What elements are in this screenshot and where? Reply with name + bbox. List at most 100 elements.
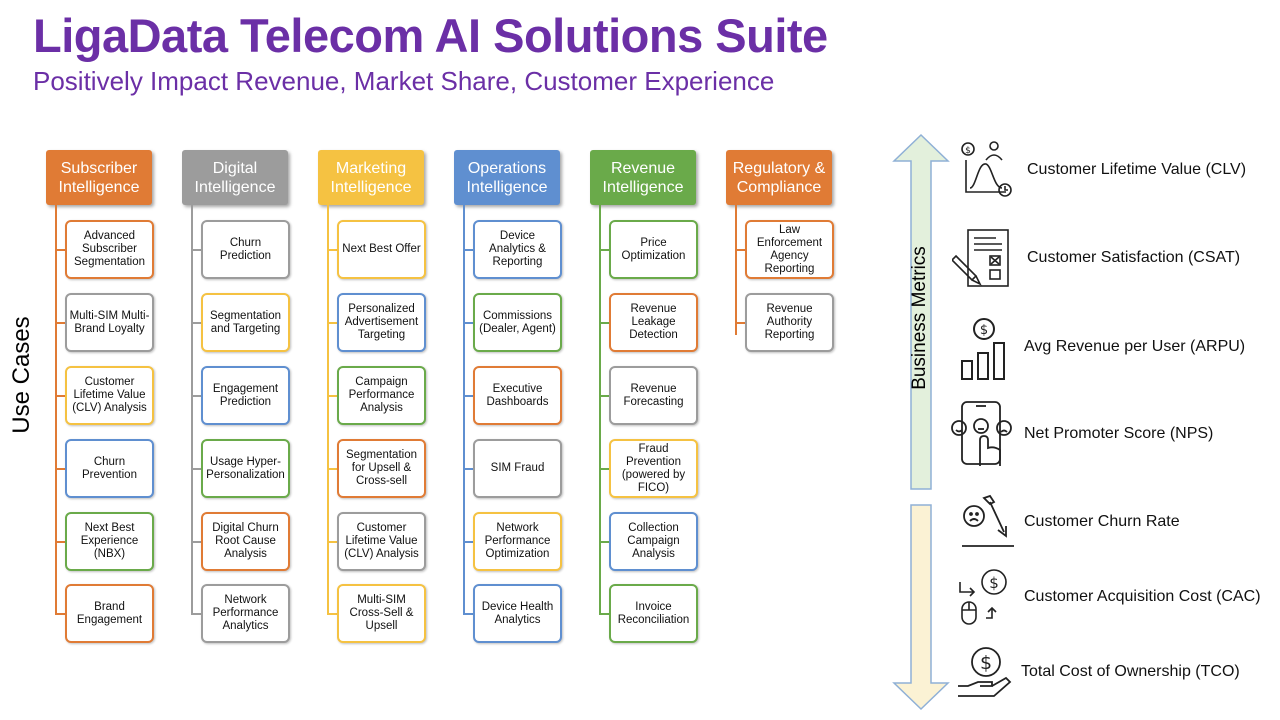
use-case-item: Device Analytics & Reporting <box>463 220 562 279</box>
use-case-label: Multi-SIM Multi- Brand Loyalty <box>69 309 150 335</box>
column-header: Operations Intelligence <box>454 150 560 205</box>
item-connector-line <box>191 468 201 470</box>
use-case-label: Campaign Performance Analysis <box>348 376 415 414</box>
use-case-item: Commissions (Dealer, Agent) <box>463 293 562 352</box>
use-case-box: Next Best Offer <box>337 220 426 279</box>
use-case-box: Next Best Experience (NBX) <box>65 512 154 571</box>
use-case-label: Digital Churn Root Cause Analysis <box>212 522 279 560</box>
item-connector-line <box>55 613 65 615</box>
use-case-item: Usage Hyper- Personalization <box>191 439 290 498</box>
up-arrow-shape <box>892 133 950 490</box>
svg-text:$: $ <box>980 323 988 338</box>
cost-hand-icon: $ <box>958 647 1012 697</box>
use-case-box: Network Performance Optimization <box>473 512 562 571</box>
acquisition-cost-icon: $ <box>959 569 1007 625</box>
use-case-label: Collection Campaign Analysis <box>627 522 680 560</box>
item-connector-line <box>463 322 473 324</box>
use-case-label: Engagement Prediction <box>212 382 279 408</box>
use-case-box: Device Health Analytics <box>473 584 562 643</box>
column-header-label: Marketing Intelligence <box>330 159 412 196</box>
use-case-box: Executive Dashboards <box>473 366 562 425</box>
churn-down-icon <box>962 494 1014 547</box>
use-case-box: Revenue Leakage Detection <box>609 293 698 352</box>
use-case-label: Price Optimization <box>621 236 686 262</box>
use-case-label: Segmentation and Targeting <box>210 309 281 335</box>
column-header-label: Subscriber Intelligence <box>58 159 140 196</box>
column-connector-line <box>55 205 57 615</box>
use-case-label: Personalized Advertisement Targeting <box>344 303 419 341</box>
item-connector-line <box>55 541 65 543</box>
use-case-item: Brand Engagement <box>55 584 154 643</box>
svg-text:$: $ <box>980 652 992 674</box>
use-case-box: Law Enforcement Agency Reporting <box>745 220 834 279</box>
item-connector-line <box>463 541 473 543</box>
item-connector-line <box>599 395 609 397</box>
item-connector-line <box>327 541 337 543</box>
use-case-item: SIM Fraud <box>463 439 562 498</box>
item-connector-line <box>735 249 745 251</box>
use-case-box: Usage Hyper- Personalization <box>201 439 290 498</box>
item-connector-line <box>55 395 65 397</box>
use-case-item: Network Performance Analytics <box>191 584 290 643</box>
column-header-label: Revenue Intelligence <box>602 159 684 196</box>
svg-text:$: $ <box>965 146 971 156</box>
page-title: LigaData Telecom AI Solutions Suite <box>33 9 828 62</box>
use-case-label: Segmentation for Upsell & Cross-sell <box>346 449 417 487</box>
use-case-label: Network Performance Optimization <box>484 522 551 560</box>
item-connector-line <box>463 613 473 615</box>
use-case-box: Price Optimization <box>609 220 698 279</box>
use-case-box: Churn Prevention <box>65 439 154 498</box>
use-case-item: Revenue Leakage Detection <box>599 293 698 352</box>
use-case-box: Network Performance Analytics <box>201 584 290 643</box>
use-case-label: Executive Dashboards <box>486 382 549 408</box>
use-case-item: Customer Lifetime Value (CLV) Analysis <box>55 366 154 425</box>
use-case-label: Revenue Forecasting <box>623 382 684 408</box>
business-metrics-label: Business Metrics <box>909 246 930 390</box>
use-case-item: Digital Churn Root Cause Analysis <box>191 512 290 571</box>
use-case-item: Engagement Prediction <box>191 366 290 425</box>
metric-arpu-label: Avg Revenue per User (ARPU) <box>1024 338 1246 355</box>
column-connector-line <box>191 205 193 615</box>
use-case-label: Advanced Subscriber Segmentation <box>74 230 145 268</box>
item-connector-line <box>327 249 337 251</box>
item-connector-line <box>327 468 337 470</box>
use-case-item: Invoice Reconciliation <box>599 584 698 643</box>
use-case-box: Fraud Prevention (powered by FICO) <box>609 439 698 498</box>
item-connector-line <box>599 468 609 470</box>
use-case-label: Invoice Reconciliation <box>617 600 690 626</box>
item-connector-line <box>191 541 201 543</box>
item-connector-line <box>463 395 473 397</box>
use-case-box: Customer Lifetime Value (CLV) Analysis <box>337 512 426 571</box>
item-connector-line <box>599 249 609 251</box>
use-case-item: Campaign Performance Analysis <box>327 366 426 425</box>
use-case-box: Revenue Forecasting <box>609 366 698 425</box>
metric-clv-label: Customer Lifetime Value (CLV) <box>1027 161 1247 178</box>
use-case-box: SIM Fraud <box>473 439 562 498</box>
down-arrow-shape <box>892 504 950 711</box>
metric-cac-label: Customer Acquisition Cost (CAC) <box>1024 588 1261 605</box>
use-case-label: Device Health Analytics <box>481 600 554 626</box>
use-case-box: Multi-SIM Multi- Brand Loyalty <box>65 293 154 352</box>
item-connector-line <box>55 468 65 470</box>
item-connector-line <box>191 322 201 324</box>
column-header: Digital Intelligence <box>182 150 288 205</box>
item-connector-line <box>463 468 473 470</box>
use-cases-label: Use Cases <box>8 316 35 434</box>
item-connector-line <box>327 613 337 615</box>
use-case-item: Executive Dashboards <box>463 366 562 425</box>
use-case-item: Next Best Offer <box>327 220 426 279</box>
use-case-box: Personalized Advertisement Targeting <box>337 293 426 352</box>
clv-chart-icon: $ <box>961 141 1012 197</box>
column-connector-line <box>327 205 329 615</box>
use-case-item: Churn Prevention <box>55 439 154 498</box>
use-case-box: Invoice Reconciliation <box>609 584 698 643</box>
survey-clipboard-icon <box>952 229 1009 287</box>
use-case-label: Commissions (Dealer, Agent) <box>479 309 556 335</box>
use-case-item: Revenue Authority Reporting <box>735 293 834 352</box>
column-header-label: Operations Intelligence <box>466 159 548 196</box>
